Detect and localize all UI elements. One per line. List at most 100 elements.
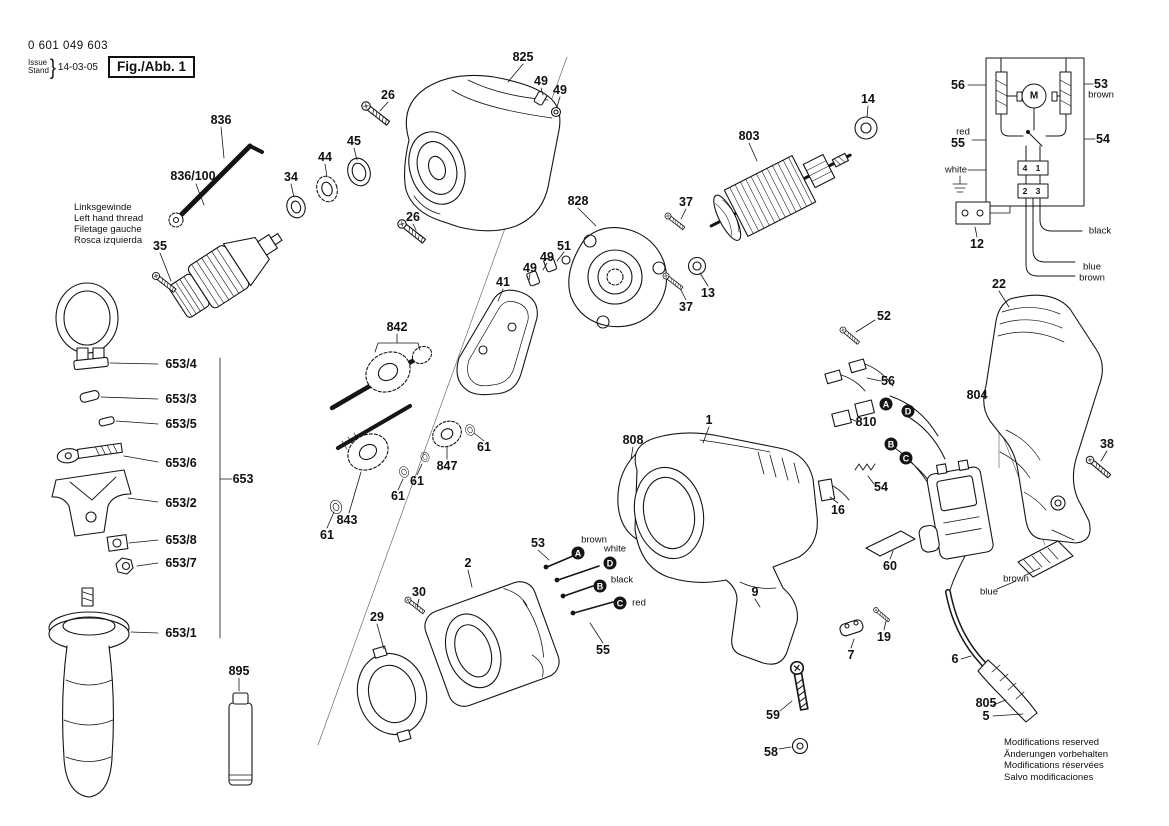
part-number-label: 35 — [153, 239, 167, 253]
part-number-label: 34 — [284, 170, 298, 184]
part-number-label: 49 — [523, 261, 537, 275]
part-number-label: 26 — [406, 210, 420, 224]
screw-59 — [788, 659, 812, 712]
brush-ring-29 — [356, 645, 428, 743]
part-number-label: 45 — [347, 134, 361, 148]
part-number-label: 41 — [496, 275, 510, 289]
part-number-label: 56 — [881, 374, 895, 388]
wire-terminal-badge: C — [613, 596, 627, 610]
cap-58 — [791, 737, 809, 755]
part-number-label: 29 — [370, 610, 384, 624]
part-number-label: 653/6 — [165, 456, 197, 470]
part-number-label: 55 — [596, 643, 610, 657]
carbon-brush-group — [817, 358, 946, 557]
part-number-label: 13 — [701, 286, 715, 300]
gear-set-842 — [328, 345, 477, 516]
gear-housing-825 — [403, 74, 561, 232]
aux-handle-parts — [48, 282, 134, 798]
part-number-label: 2 — [464, 556, 472, 570]
part-number-label: 52 — [877, 309, 891, 323]
leader-lines — [100, 63, 1108, 750]
thread-note-line-fr: Filetage gauche — [74, 224, 142, 235]
issue-date: 14-03-05 — [57, 61, 98, 73]
issue-label-de: Stand — [28, 66, 49, 75]
gasket-41 — [456, 289, 538, 396]
washer-34 — [283, 193, 309, 221]
part-number-label: 6 — [951, 652, 959, 666]
part-number-label: 16 — [831, 503, 845, 517]
modifications-line-de: Änderungen vorbehalten — [1004, 748, 1109, 760]
part-number-label: 653/3 — [165, 392, 197, 406]
cord-clamp-plate — [1017, 540, 1074, 578]
switch-804 — [918, 459, 994, 560]
part-number-label: 895 — [228, 664, 250, 678]
issue-labels: Issue Stand — [28, 58, 49, 76]
thread-note-line-en: Left hand thread — [74, 213, 144, 224]
modifications-line-es: Salvo modificaciones — [1004, 771, 1094, 783]
drill-chuck — [168, 233, 283, 318]
part-number-label: 30 — [412, 585, 426, 599]
part-number-label: 60 — [883, 559, 897, 573]
wire-terminal-badge: C — [899, 451, 913, 465]
bearing-45 — [347, 157, 371, 187]
wire-terminal-badge: D — [901, 404, 915, 418]
lead-wires-53 — [543, 555, 614, 616]
wire-terminal-badge: B — [593, 579, 607, 593]
part-number-label: 59 — [766, 708, 780, 722]
part-number-label: 653 — [232, 472, 254, 486]
part-number-label: 5 — [982, 709, 990, 723]
part-number-label: 51 — [557, 239, 571, 253]
power-cord-6 — [945, 555, 1038, 723]
part-number-label: 842 — [386, 320, 408, 334]
part-number-label: 26 — [381, 88, 395, 102]
wire-color-label: brown — [1003, 573, 1029, 585]
part-number-label: 805 — [975, 696, 997, 710]
part-number-label: 54 — [1096, 132, 1110, 146]
part-number-label: 54 — [874, 480, 888, 494]
part-number-label: 38 — [1100, 437, 1114, 451]
clip-7 — [839, 619, 864, 637]
star-washer-44 — [316, 175, 338, 203]
wire-color-label: brown — [581, 534, 607, 546]
part-number-label: 58 — [764, 745, 778, 759]
part-number-label: 804 — [966, 388, 988, 402]
field-stator-2 — [424, 581, 560, 707]
wire-color-label: red — [632, 597, 646, 609]
bearing-14 — [854, 116, 878, 140]
part-number-label: 653/2 — [165, 496, 197, 510]
wire-terminal-badge: D — [603, 556, 617, 570]
part-number-label: 61 — [320, 528, 334, 542]
armature-803 — [709, 152, 852, 241]
part-number-label: 49 — [553, 83, 567, 97]
part-number-label: 53 — [1094, 77, 1108, 91]
part-number-label: 49 — [540, 250, 554, 264]
fasteners-49-top — [533, 90, 562, 118]
part-number-label: 653/1 — [165, 626, 197, 640]
part-number-label: 836 — [210, 113, 232, 127]
document-part-number: 0 601 049 603 — [28, 40, 109, 52]
bearing-13 — [687, 256, 707, 276]
thread-direction-note: Linksgewinde Left hand thread Filetage g… — [74, 202, 143, 246]
part-number-label: 653/5 — [165, 417, 197, 431]
part-number-label: 1 — [705, 413, 713, 427]
grease-tube-895 — [228, 692, 253, 786]
screw-37a — [663, 211, 687, 232]
figure-label: Fig./Abb. 1 — [107, 56, 195, 78]
modifications-line-en: Modifications reserved — [1004, 737, 1100, 748]
screw-52 — [838, 325, 861, 346]
part-number-label: 61 — [391, 489, 405, 503]
wing-screw — [56, 442, 123, 464]
part-number-label: 825 — [512, 50, 534, 64]
part-number-label: 14 — [861, 92, 875, 106]
part-number-label: 7 — [847, 648, 855, 662]
part-number-label: 49 — [534, 74, 548, 88]
wire-terminal-badge: A — [571, 546, 585, 560]
part-number-label: 9 — [751, 585, 759, 599]
wiring-schematic — [952, 57, 1085, 277]
part-number-label: 828 — [567, 194, 589, 208]
part-number-label: 61 — [410, 474, 424, 488]
part-number-label: 37 — [679, 195, 693, 209]
part-number-label: 22 — [992, 277, 1006, 291]
